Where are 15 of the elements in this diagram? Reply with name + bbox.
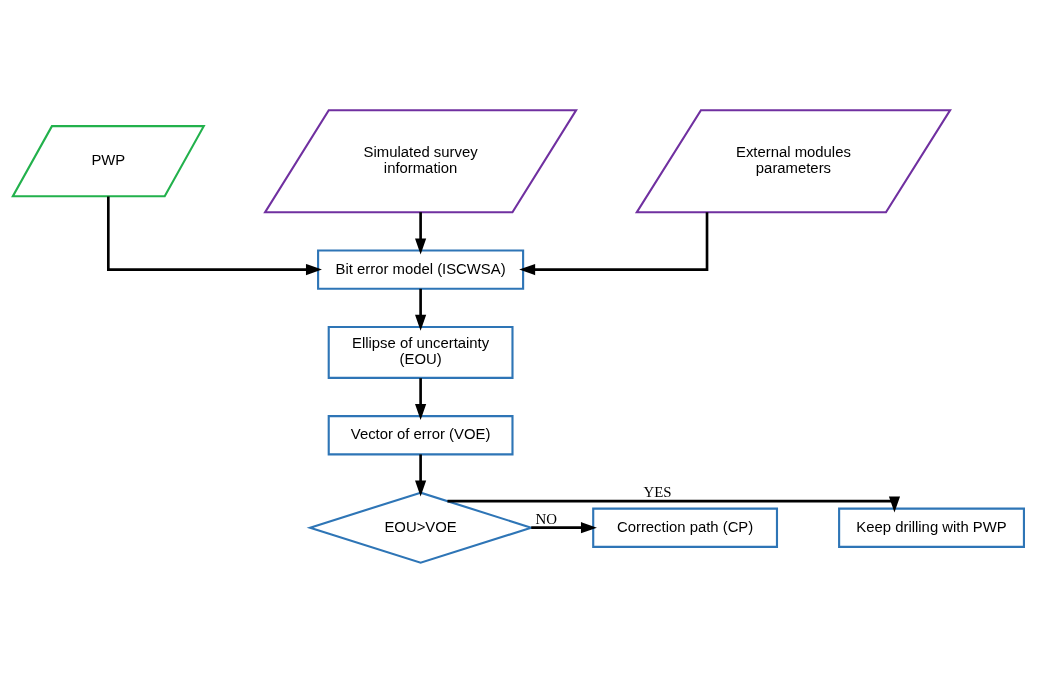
edge-label: YES — [643, 484, 672, 501]
arrow — [415, 454, 427, 497]
arrow — [415, 378, 427, 420]
node-box: Keep drilling with PWP — [838, 507, 1025, 548]
arrow — [415, 212, 427, 255]
node-box: Correction path (CP) — [592, 507, 779, 548]
arrow — [447, 496, 901, 513]
arrow — [107, 196, 322, 276]
node-box: Ellipse of uncertainty (EOU) — [327, 325, 514, 379]
arrow — [531, 522, 597, 534]
node-box: Bit error model (ISCWSA) — [317, 249, 525, 290]
arrow — [519, 212, 709, 276]
node-box: Vector of error (VOE) — [327, 415, 514, 456]
edge-label: NO — [535, 510, 557, 527]
arrow — [415, 288, 427, 331]
